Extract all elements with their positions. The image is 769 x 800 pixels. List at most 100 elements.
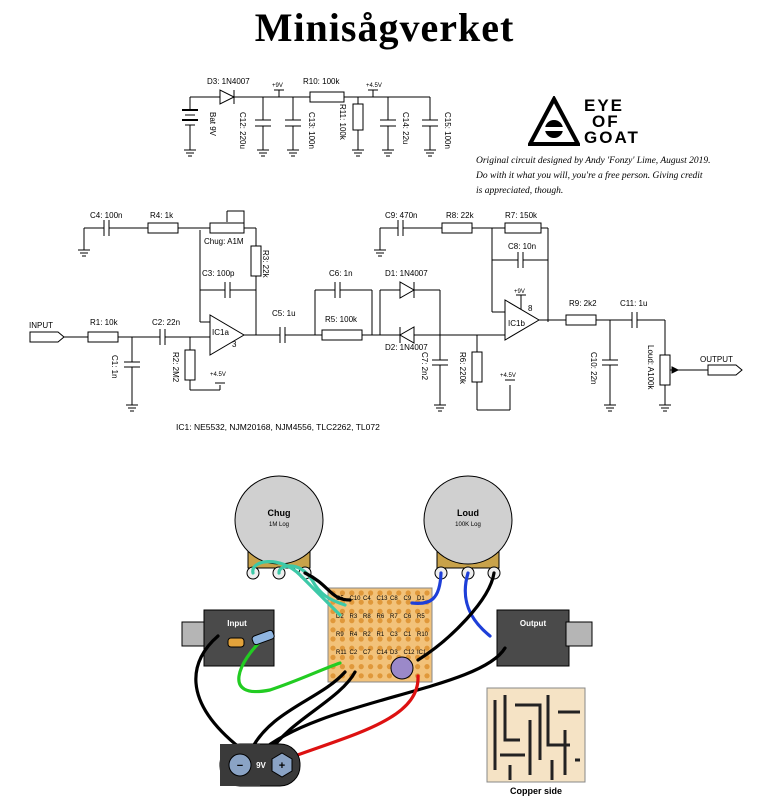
stripboard-pad	[377, 590, 383, 596]
chug-label: Chug: A1M	[204, 237, 244, 246]
r3-label: R3: 22k	[261, 250, 270, 279]
triangle-eye-icon	[528, 96, 580, 146]
loud-pot-label: Loud	[457, 508, 479, 518]
stripboard-pad	[358, 590, 364, 596]
plus9v-label: +9V	[272, 83, 283, 89]
c9-label: C9: 470n	[385, 211, 417, 220]
credit-line-2: Do with it what you will, you're a free …	[476, 171, 703, 181]
stripboard-pad	[349, 654, 355, 661]
pcb-component-label: R4	[350, 632, 358, 638]
pcb-component-label: R11	[336, 650, 347, 656]
pcb-component-label: R2	[363, 632, 371, 638]
stripboard-pad	[358, 673, 364, 679]
stripboard-pad	[339, 636, 345, 642]
credit-line-3: is appreciated, though.	[476, 186, 564, 196]
stripboard-pad	[368, 654, 374, 661]
input-resistor-cap	[227, 629, 275, 648]
plus45v-label: +4.5V	[366, 83, 382, 89]
ic-list-label: IC1: NE5532, NJM20168, NJM4556, TLC2262,…	[176, 422, 380, 432]
stripboard-pad	[358, 608, 364, 615]
stripboard-pad	[377, 636, 383, 642]
ic1b-label: IC1b	[508, 319, 525, 328]
stripboard-pad	[377, 673, 383, 679]
stripboard-pad	[377, 627, 383, 633]
pcb-component-label: C12	[404, 650, 416, 656]
stripboard-pad	[396, 636, 402, 642]
stripboard-pad	[377, 645, 383, 651]
stripboard-pad	[330, 636, 336, 642]
stripboard-pad	[339, 654, 345, 661]
stripboard-pad	[386, 590, 392, 596]
bat-label: Bat 9V	[208, 112, 217, 137]
c4-label: C4: 100n	[90, 211, 122, 220]
stripboard-pad	[424, 627, 430, 633]
c5-label: C5: 1u	[272, 309, 296, 318]
stripboard-pad	[405, 618, 411, 624]
stripboard-pad	[368, 599, 374, 605]
logo-line-of: OF	[592, 112, 620, 131]
copper-side-label: Copper side	[510, 786, 562, 796]
ic1b-plus9v-label: +9V	[514, 289, 525, 295]
r1-label: R1: 10k	[90, 318, 119, 327]
ic1a-plus45v-label: +4.5V	[210, 372, 226, 378]
c3-label: C3: 100p	[202, 269, 235, 278]
stripboard-pad	[396, 599, 402, 605]
r6-plus45v-label: +4.5V	[500, 373, 516, 379]
stripboard-pad	[377, 664, 383, 670]
pcb-component-label: C2	[350, 650, 358, 656]
stripboard-pad	[368, 636, 374, 642]
chug-pot: Chug 1M Log	[234, 475, 324, 580]
stripboard-pad	[368, 673, 374, 679]
output-stage	[373, 220, 743, 412]
clipping-stage	[314, 281, 515, 412]
pcb-component-label: R3	[350, 614, 358, 620]
stripboard-pad	[386, 636, 392, 642]
schematic-labels: D3: 1N4007 +9V R10: 100k +4.5V Bat 9V C1…	[29, 77, 733, 432]
pcb-component-label: D2	[336, 614, 344, 620]
d2-label: D2: 1N4007	[385, 343, 428, 352]
stripboard-pad	[358, 627, 364, 633]
pcb-component-label: C7	[363, 650, 371, 656]
stripboard-pad	[377, 618, 383, 624]
c6-label: C6: 1n	[329, 269, 353, 278]
page-title: Minisågverket	[254, 5, 515, 50]
stripboard-pad	[377, 654, 383, 661]
d3-label: D3: 1N4007	[207, 77, 250, 86]
stripboard-pad	[368, 618, 374, 624]
input-jack-label: Input	[227, 619, 247, 628]
battery-plus-label: +	[279, 760, 285, 772]
eye-of-goat-logo: EYE OF GOAT	[528, 96, 658, 152]
battery-clip: − + 9V	[219, 743, 301, 787]
stripboard-pad	[415, 590, 421, 596]
pcb-component-label: R7	[390, 614, 398, 620]
stripboard-pad	[349, 664, 355, 670]
stripboard-pad	[396, 627, 402, 633]
stripboard-pad	[349, 608, 355, 615]
pin3-label: 3	[232, 340, 237, 349]
stripboard-pad	[368, 590, 374, 596]
chug-pot-value: 1M Log	[269, 522, 289, 528]
pcb-component-label: C1	[404, 632, 412, 638]
c1-label: C1: 1n	[110, 355, 119, 379]
stripboard-pad	[386, 599, 392, 605]
stripboard-pad	[415, 645, 421, 651]
input-stage	[29, 210, 315, 412]
stripboard-pad	[339, 608, 345, 615]
stripboard-pad	[415, 618, 421, 624]
output-label: OUTPUT	[700, 355, 733, 364]
stripboard-pad	[424, 608, 430, 615]
pcb-component-label: C6	[404, 614, 412, 620]
stripboard-pad	[330, 673, 336, 679]
stripboard-pad	[424, 673, 430, 679]
stripboard-pad	[339, 618, 345, 624]
pcb-component-label: C13	[377, 596, 389, 602]
stripboard-pad	[330, 654, 336, 661]
stripboard-pad	[405, 627, 411, 633]
stripboard-pad	[349, 627, 355, 633]
r10-label: R10: 100k	[303, 77, 340, 86]
stripboard-pad	[415, 608, 421, 615]
r11-label: R11: 100k	[338, 104, 347, 141]
loud-label: Loud: A100k	[646, 345, 655, 390]
wires	[194, 560, 507, 762]
stripboard-pad	[330, 627, 336, 633]
